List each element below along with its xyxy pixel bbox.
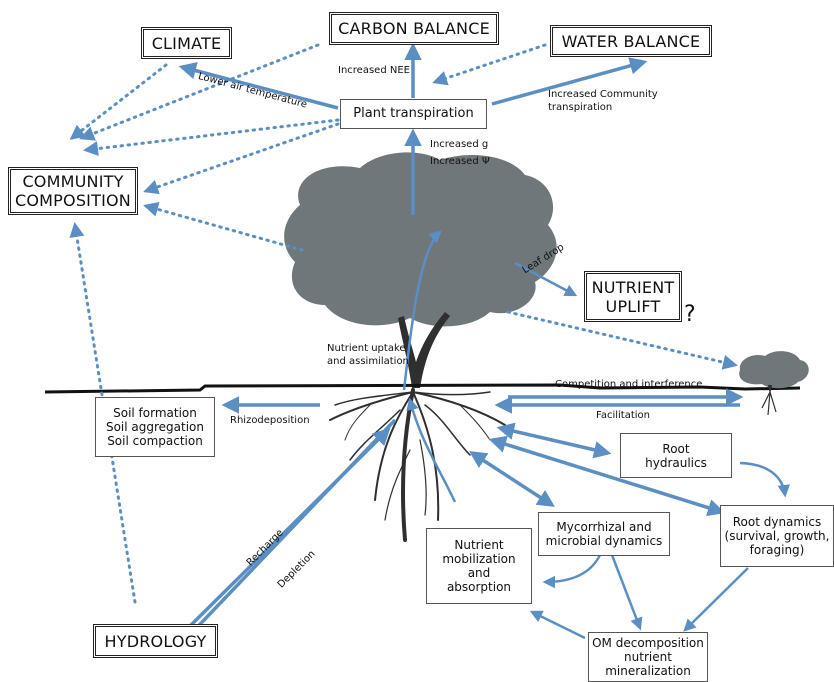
question-mark: ? [684, 302, 696, 327]
nutrient-uptake-line1: Nutrient uptake [327, 343, 406, 354]
root-system [329, 388, 506, 542]
composition-label: COMPOSITION [15, 191, 131, 210]
tree-trunk [398, 312, 450, 388]
plant-transpiration-box: Plant transpiration [340, 99, 487, 129]
root-hydraulics-line2: hydraulics [645, 455, 707, 470]
om-line2: nutrient [624, 650, 672, 664]
root-dynamics-line3: foraging) [749, 543, 805, 557]
rhizodeposition-label: Rhizodeposition [230, 415, 310, 426]
water-balance-box: WATER BALANCE [550, 25, 712, 57]
increased-comm-transp-line2: transpiration [548, 102, 613, 113]
nutrient-mobilization-box: Nutrient mobilization and absorption [426, 528, 532, 604]
om-decomposition-box: OM decomposition nutrient mineralization [588, 632, 708, 682]
tree-canopy [284, 152, 557, 327]
increased-nee-label: Increased NEE [338, 65, 410, 76]
increased-g-label: Increased g [430, 139, 489, 150]
nutrient-mob-line2: mobilization [442, 552, 516, 566]
root-dynamics-box: Root dynamics (survival, growth, foragin… [720, 505, 834, 567]
om-line3: mineralization [605, 664, 691, 678]
nutrient-mob-line4: absorption [446, 580, 512, 594]
hydrology-label: HYDROLOGY [104, 631, 207, 651]
water-balance-label: WATER BALANCE [561, 31, 701, 51]
facilitation-label: Facilitation [596, 410, 650, 421]
hydrology-box: HYDROLOGY [93, 624, 218, 658]
nutrient-mob-line1: Nutrient [454, 538, 504, 552]
increased-psi-label: Increased Ψ [430, 156, 490, 167]
carbon-balance-box: CARBON BALANCE [329, 12, 499, 45]
soil-formation-line1: Soil formation [113, 406, 197, 420]
root-dynamics-line1: Root dynamics [732, 515, 822, 529]
carbon-balance-label: CARBON BALANCE [338, 19, 490, 38]
mycorrhizal-box: Mycorrhizal and microbial dynamics [538, 512, 670, 556]
mycorrhizal-line2: microbial dynamics [545, 534, 663, 548]
plant-transpiration-label: Plant transpiration [353, 106, 474, 121]
soil-formation-box: Soil formation Soil aggregation Soil com… [95, 397, 215, 457]
nutrient-uplift-line1: NUTRIENT [591, 277, 675, 297]
nutrient-uptake-line2: and assimilation [327, 356, 409, 367]
competition-label: Competition and interference [555, 379, 703, 390]
small-tree [739, 351, 809, 416]
soil-formation-line3: Soil compaction [107, 434, 203, 448]
nutrient-uplift-line2: UPLIFT [605, 296, 661, 316]
climate-label: CLIMATE [151, 33, 222, 53]
mycorrhizal-line1: Mycorrhizal and [556, 520, 652, 534]
increased-comm-transp-line1: Increased Community [548, 89, 658, 100]
om-line1: OM decomposition [592, 636, 704, 650]
root-dynamics-line2: (survival, growth, [724, 529, 830, 543]
nutrient-mob-line3: and [467, 566, 491, 580]
climate-box: CLIMATE [141, 27, 232, 59]
solid-arrows [178, 42, 791, 643]
root-hydraulics-box: Root hydraulics [620, 433, 732, 478]
community-label: COMMUNITY [22, 172, 124, 191]
community-composition-box: COMMUNITY COMPOSITION [8, 167, 138, 215]
soil-formation-line2: Soil aggregation [105, 420, 205, 434]
nutrient-uplift-box: NUTRIENT UPLIFT [584, 271, 682, 322]
root-hydraulics-line1: Root [662, 441, 690, 456]
